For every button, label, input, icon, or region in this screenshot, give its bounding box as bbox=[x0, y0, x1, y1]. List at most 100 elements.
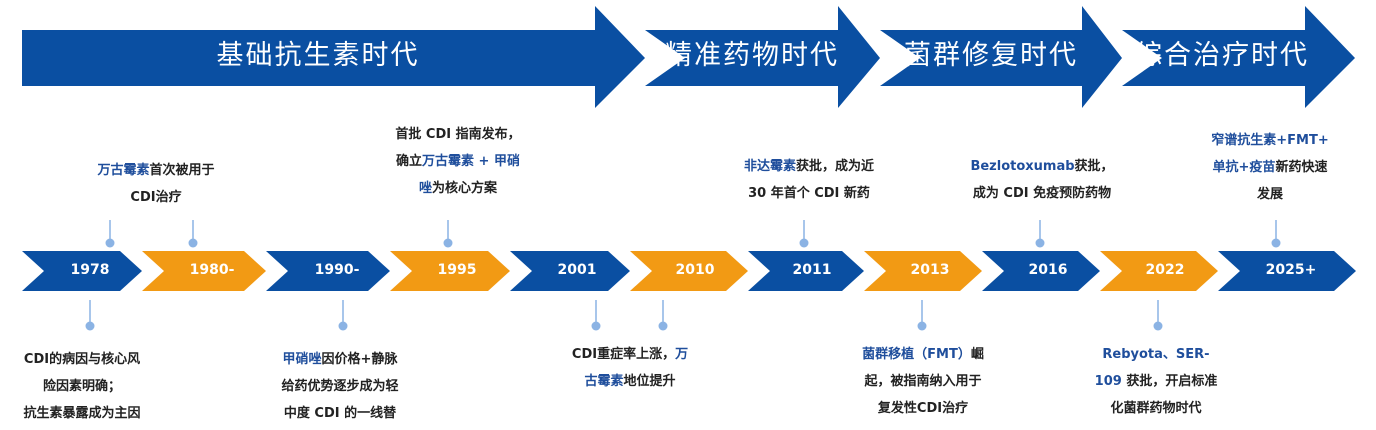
note-text: 获批，开启标准 bbox=[1121, 374, 1218, 389]
note-line: 菌群移植（FMT）崛 bbox=[862, 341, 984, 368]
era-arrow-0 bbox=[22, 6, 645, 108]
highlight-text: 万古霉素 + 甲硝 bbox=[422, 154, 520, 169]
note-line: CDI的病因与核心风 bbox=[23, 346, 140, 373]
connector-dot-below bbox=[658, 321, 668, 331]
note-text: 起，被指南纳入用于 bbox=[864, 374, 982, 389]
note-line: 抗生素暴露成为主因 bbox=[23, 400, 140, 427]
year-label: 1980- bbox=[189, 262, 235, 278]
note-above-4: 窄谱抗生素+FMT+ 单抗+疫苗新药快速发展 bbox=[1211, 127, 1328, 208]
note-line: 109 获批，开启标准 bbox=[1095, 368, 1218, 395]
note-text: 中度 CDI 的一线替 bbox=[283, 406, 397, 421]
note-text: 抗生素暴露成为主因 bbox=[23, 406, 141, 421]
highlight-text: 古霉素 bbox=[584, 374, 624, 389]
note-text: 为核心方案 bbox=[431, 181, 498, 196]
note-above-0: 万古霉素首次被用于 CDI治疗 bbox=[97, 157, 214, 211]
note-text: 获批，成为近 bbox=[796, 159, 875, 174]
connector-dot-below bbox=[338, 321, 348, 331]
note-line: 化菌群药物时代 bbox=[1095, 395, 1218, 422]
note-line: 非达霉素获批，成为近 bbox=[744, 153, 874, 180]
year-chevron-1980- bbox=[142, 251, 266, 291]
connector-dot-below bbox=[917, 321, 927, 331]
era-label-basic-antibiotics: 基础抗生素时代 bbox=[216, 40, 420, 71]
note-text: CDI的病因与核心风 bbox=[23, 352, 141, 367]
note-text: 化菌群药物时代 bbox=[1110, 401, 1202, 416]
note-line: 万古霉素首次被用于 bbox=[97, 157, 214, 184]
note-text: 给药优势逐步成为轻 bbox=[281, 379, 399, 394]
year-chevron-2025+ bbox=[1218, 251, 1356, 291]
era-label-combined-therapy: 综合治疗时代 bbox=[1135, 40, 1309, 71]
note-line: 窄谱抗生素+FMT+ bbox=[1211, 127, 1328, 154]
note-text: CDI重症率上涨， bbox=[571, 347, 676, 362]
year-label: 2011 bbox=[792, 262, 832, 278]
year-label: 1990- bbox=[314, 262, 360, 278]
note-line: 中度 CDI 的一线替 bbox=[281, 400, 398, 427]
note-below-4: Rebyota、SER- 109 获批，开启标准化菌群药物时代 bbox=[1095, 341, 1218, 422]
note-above-2: 非达霉素获批，成为近 30 年首个 CDI 新药 bbox=[744, 153, 874, 207]
note-text: 成为 CDI 免疫预防药物 bbox=[972, 186, 1112, 201]
year-label: 1978 bbox=[70, 262, 110, 278]
note-text: 地位提升 bbox=[623, 374, 676, 389]
year-chevron-2016 bbox=[982, 251, 1100, 291]
highlight-text: Rebyota、SER- bbox=[1102, 347, 1210, 362]
era-arrow-3 bbox=[1122, 6, 1355, 108]
year-chevron-2001 bbox=[510, 251, 630, 291]
year-chevron-2022 bbox=[1100, 251, 1218, 291]
highlight-text: 唑 bbox=[418, 181, 432, 196]
era-label-precision-drugs: 精准药物时代 bbox=[665, 40, 839, 71]
note-above-3: Bezlotoxumab获批， 成为 CDI 免疫预防药物 bbox=[970, 153, 1113, 207]
connector-dot-above bbox=[799, 238, 809, 248]
note-line: 复发性CDI治疗 bbox=[862, 395, 984, 422]
year-label: 2025+ bbox=[1265, 262, 1317, 278]
note-below-3: 菌群移植（FMT）崛起，被指南纳入用于复发性CDI治疗 bbox=[862, 341, 984, 422]
year-label: 2010 bbox=[675, 262, 715, 278]
note-line: 确立万古霉素 + 甲硝 bbox=[395, 148, 520, 175]
note-text: 30 年首个 CDI 新药 bbox=[748, 186, 870, 201]
note-line: 单抗+疫苗新药快速 bbox=[1211, 154, 1328, 181]
note-line: 首批 CDI 指南发布， bbox=[395, 121, 520, 148]
connector-dot-below bbox=[591, 321, 601, 331]
note-line: 唑为核心方案 bbox=[395, 175, 520, 202]
year-chevron-2011 bbox=[748, 251, 864, 291]
note-text: 险因素明确； bbox=[42, 379, 122, 394]
era-arrow-1 bbox=[645, 6, 880, 108]
year-label: 1995 bbox=[437, 262, 477, 278]
year-chevron-2013 bbox=[864, 251, 982, 291]
note-text: 新药快速 bbox=[1275, 160, 1328, 175]
note-text: 获批， bbox=[1074, 159, 1114, 174]
highlight-text: 万古霉素 bbox=[97, 163, 150, 178]
year-chevrons bbox=[22, 251, 1356, 291]
note-above-1: 首批 CDI 指南发布，确立万古霉素 + 甲硝唑为核心方案 bbox=[395, 121, 520, 202]
highlight-text: 窄谱抗生素+FMT+ bbox=[1211, 133, 1329, 148]
highlight-text: 109 bbox=[1094, 374, 1122, 389]
year-label: 2022 bbox=[1145, 262, 1185, 278]
highlight-text: 单抗+疫苗 bbox=[1212, 160, 1276, 175]
note-connectors bbox=[85, 220, 1281, 331]
note-text: 因价格+静脉 bbox=[321, 352, 398, 367]
connector-dot-below bbox=[1153, 321, 1163, 331]
note-line: 给药优势逐步成为轻 bbox=[281, 373, 398, 400]
note-line: CDI治疗 bbox=[97, 184, 214, 211]
year-chevron-1995 bbox=[390, 251, 510, 291]
year-label: 2016 bbox=[1028, 262, 1068, 278]
connector-dot-above bbox=[1035, 238, 1045, 248]
note-text: CDI治疗 bbox=[130, 190, 182, 205]
connector-dot-above bbox=[188, 238, 198, 248]
highlight-text: 非达霉素 bbox=[743, 159, 796, 174]
note-text: 复发性CDI治疗 bbox=[877, 401, 969, 416]
era-arrows bbox=[22, 6, 1355, 108]
connector-dot-above bbox=[443, 238, 453, 248]
note-line: 古霉素地位提升 bbox=[572, 368, 688, 395]
connector-dot-above bbox=[1271, 238, 1281, 248]
note-text: 确立 bbox=[396, 154, 423, 169]
era-arrow-2 bbox=[880, 6, 1122, 108]
note-below-2: CDI重症率上涨，万古霉素地位提升 bbox=[572, 341, 688, 395]
note-line: CDI重症率上涨，万 bbox=[572, 341, 688, 368]
note-line: Bezlotoxumab获批， bbox=[970, 153, 1113, 180]
note-text: 发展 bbox=[1256, 187, 1284, 202]
highlight-text: 菌群移植（FMT） bbox=[862, 347, 971, 362]
note-text: 首次被用于 bbox=[149, 163, 215, 178]
note-below-0: CDI的病因与核心风险因素明确； 抗生素暴露成为主因 bbox=[23, 346, 140, 427]
year-chevron-1978 bbox=[22, 251, 142, 291]
note-line: 成为 CDI 免疫预防药物 bbox=[970, 180, 1113, 207]
